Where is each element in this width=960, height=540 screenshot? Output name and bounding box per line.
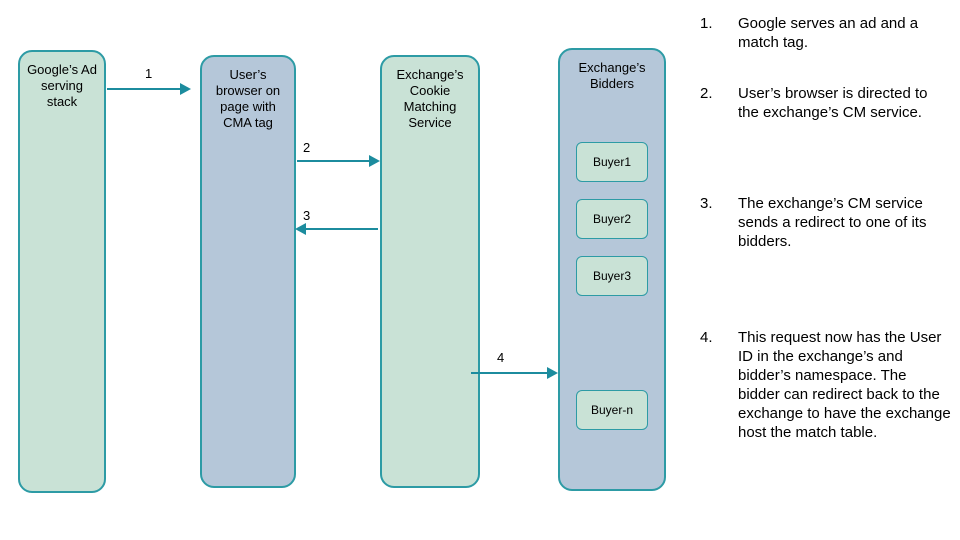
note-2-number: 2.: [700, 85, 713, 102]
arrow-4-label: 4: [497, 350, 505, 365]
buyer-n-label: Buyer-n: [590, 403, 634, 417]
arrow-1-google-to-browser: [107, 83, 191, 95]
buyer2-label: Buyer2: [592, 212, 632, 226]
buyer1-label: Buyer1: [592, 155, 632, 169]
exchange-bidders-box: Exchange’s Bidders Buyer1 Buyer2 Buyer3 …: [558, 48, 666, 491]
note-3-text: The exchange’s CM service sends a redire…: [738, 195, 927, 250]
buyer-n-box: Buyer-n: [576, 390, 648, 430]
google-ad-serving-stack-box: Google’s Ad serving stack: [18, 50, 106, 493]
note-4-text: This request now has the User ID in the …: [738, 329, 951, 441]
buyer3-box: Buyer3: [576, 256, 648, 296]
exchange-cookie-matching-service-box: Exchange’s Cookie Matching Service: [380, 55, 480, 488]
note-4-number: 4.: [700, 329, 713, 346]
arrow-1-label: 1: [145, 66, 153, 81]
arrow-2-label: 2: [303, 140, 311, 155]
note-1-number: 1.: [700, 15, 713, 32]
exchange-cookie-matching-service-label: Exchange’s Cookie Matching Service: [396, 67, 464, 130]
user-browser-label: User’s browser on page with CMA tag: [215, 67, 281, 130]
note-item-4: 4. This request now has the User ID in t…: [700, 328, 952, 442]
note-item-3: 3. The exchange’s CM service sends a red…: [700, 194, 952, 251]
arrow-2-browser-to-cm-service: [297, 155, 380, 167]
exchange-bidders-label: Exchange’s Bidders: [578, 60, 646, 91]
arrow-4-to-bidders: [471, 367, 558, 379]
buyer1-box: Buyer1: [576, 142, 648, 182]
arrow-3-label: 3: [303, 208, 311, 223]
arrow-3-cm-service-to-browser: [295, 223, 378, 235]
user-browser-box: User’s browser on page with CMA tag: [200, 55, 296, 488]
note-item-1: 1. Google serves an ad and a match tag.: [700, 14, 952, 52]
note-item-2: 2. User’s browser is directed to the exc…: [700, 84, 952, 122]
note-1-text: Google serves an ad and a match tag.: [738, 15, 919, 51]
google-ad-serving-stack-label: Google’s Ad serving stack: [27, 62, 97, 109]
buyer3-label: Buyer3: [592, 269, 632, 283]
note-2-text: User’s browser is directed to the exchan…: [738, 85, 928, 121]
note-3-number: 3.: [700, 195, 713, 212]
buyer2-box: Buyer2: [576, 199, 648, 239]
